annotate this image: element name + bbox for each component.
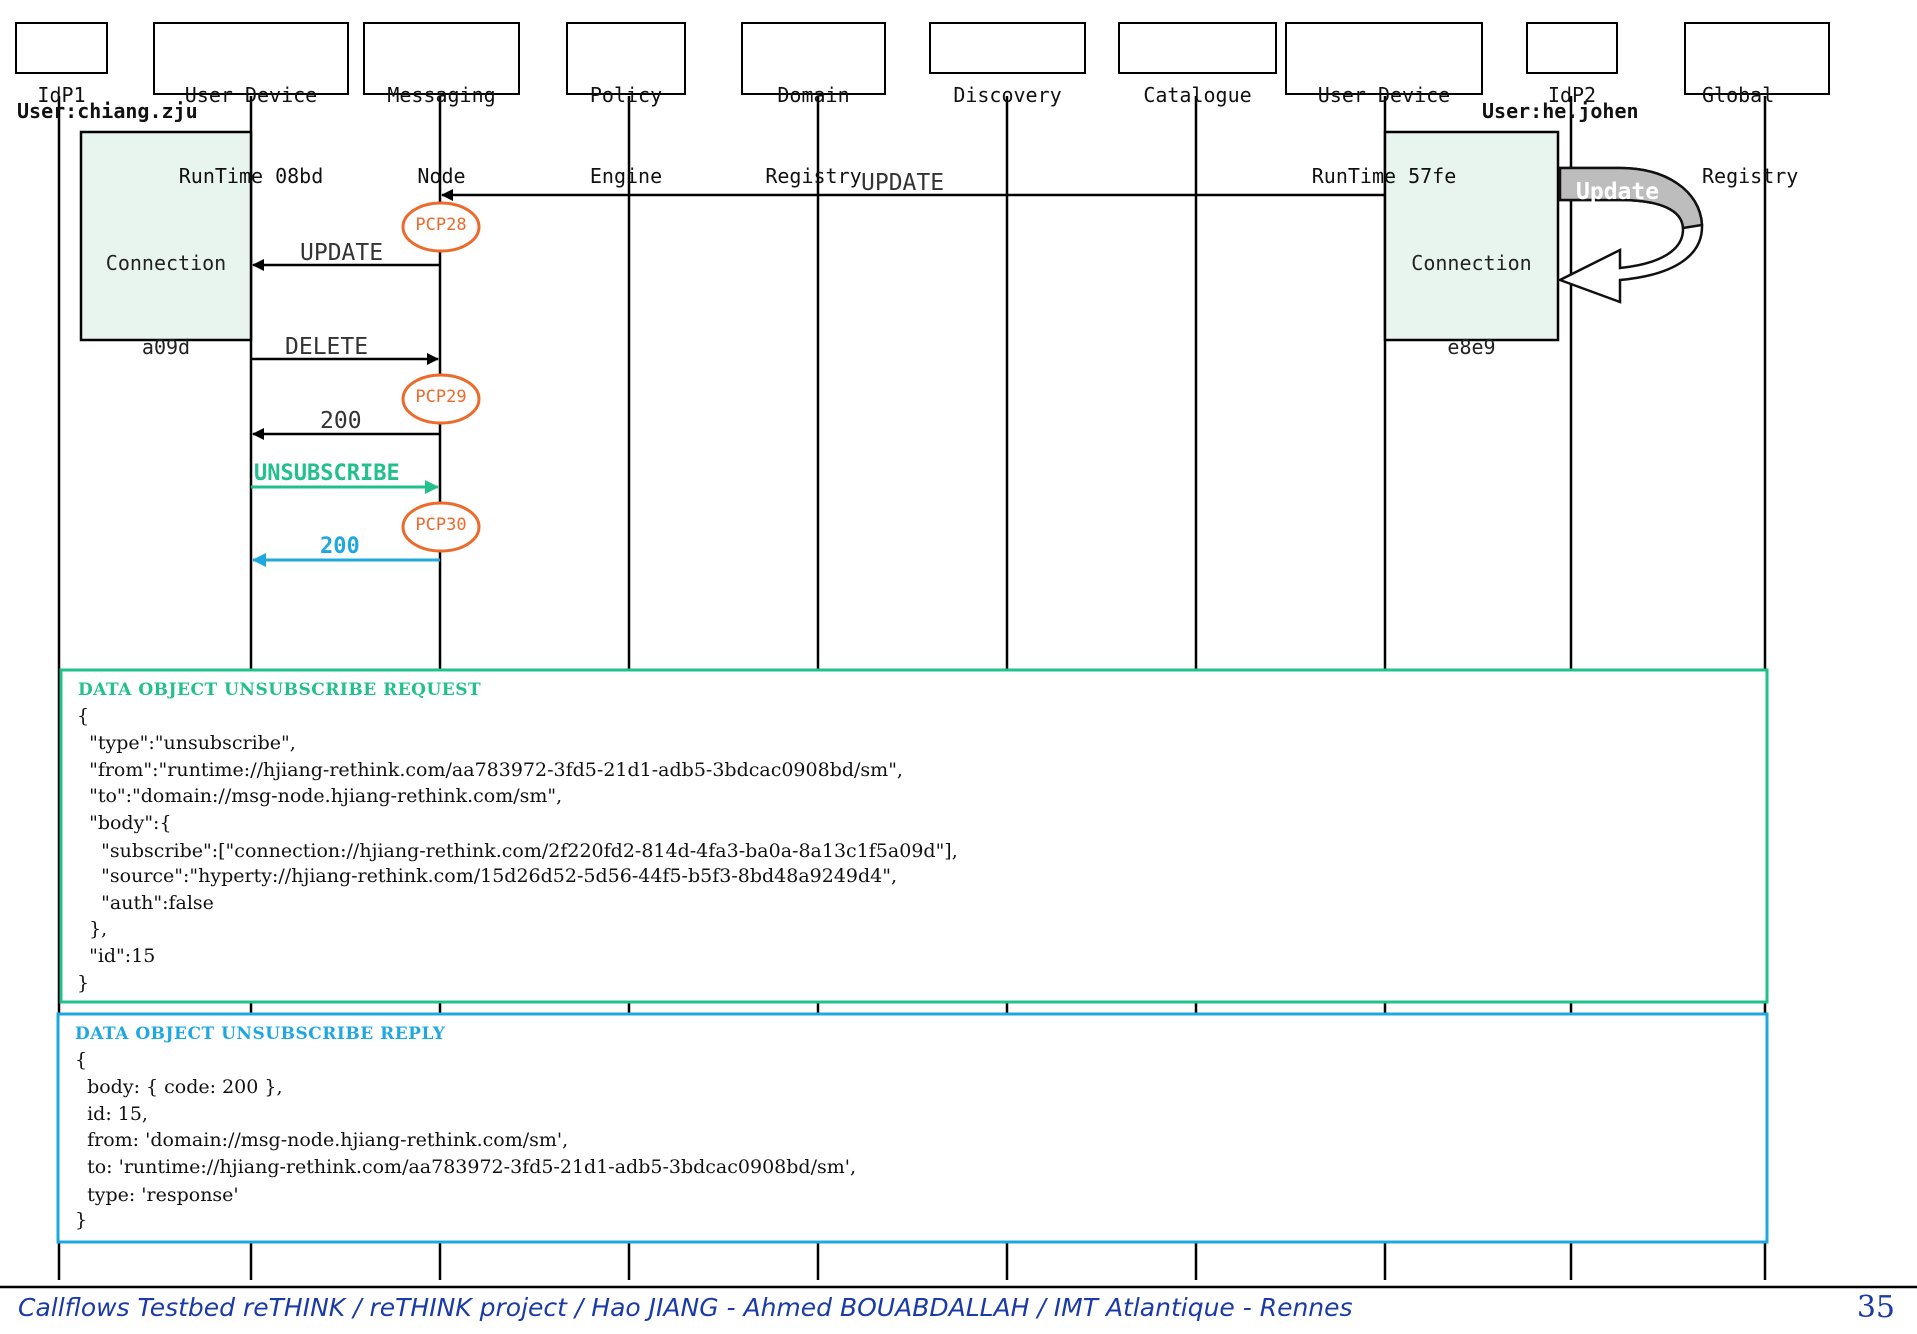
actor-discovery: Discovery [929,22,1086,107]
reply-line-0: { [75,1049,88,1071]
user-label-left: User:chiang.zju [17,99,198,123]
connection-box-a09d [79,130,253,342]
actor-catalogue-line1: Catalogue [1143,83,1252,107]
request-line-3: "to":"domain://msg-node.hjiang-rethink.c… [77,785,563,807]
actor-globreg-line1: Global [1702,83,1775,107]
reply-line-3: from: 'domain://msg-node.hjiang-rethink.… [75,1129,569,1151]
pcp29-ellipse [401,373,481,425]
request-box-title: DATA OBJECT UNSUBSCRIBE REQUEST [78,680,482,700]
msg-label-update-1: UPDATE [861,170,945,196]
actor-udr57fe-line1: User Device [1317,83,1451,107]
actor-udr57fe: User Device RunTime 57fe [1285,22,1483,188]
actor-msgnode-line1: Messaging [387,83,496,107]
pcp28-label: PCP28 [415,215,467,235]
connection-e8e9-line1: Connection [1411,251,1532,275]
reply-line-2: id: 15, [75,1103,148,1125]
actor-domreg: Domain Registry [741,22,886,188]
request-line-6: "source":"hyperty://hjiang-rethink.com/1… [77,865,898,887]
reply-line-5: type: 'response' [75,1184,239,1206]
msg-label-delete: DELETE [285,334,369,360]
request-line-4: "body":{ [77,812,172,834]
reply-data-box: DATA OBJECT UNSUBSCRIBE REPLY { body: { … [58,1014,1767,1242]
actor-udr57fe-line2: RunTime 57fe [1311,164,1457,188]
actor-policy-line2: Engine [589,164,663,188]
msg-label-unsubscribe: UNSUBSCRIBE [254,461,400,486]
connection-label-a09d: Connection a09d [81,193,251,417]
actor-udr08bd-line1: User Device [184,83,318,107]
self-update-arrow [1556,166,1704,304]
connection-box-e8e9 [1383,130,1560,342]
actor-globreg: Global Registry [1684,22,1830,188]
pcp30-label: PCP30 [415,515,467,535]
msg-label-200-blue: 200 [320,534,360,559]
actor-idp2-line1: IdP2 [1547,83,1597,107]
connection-label-e8e9: Connection e8e9 [1385,193,1558,417]
actor-policy-line1: Policy [589,83,663,107]
actor-idp1: IdP1 [15,22,108,107]
request-line-2: "from":"runtime://hjiang-rethink.com/aa7… [77,759,903,781]
request-line-8: }, [77,918,108,940]
request-line-7: "auth":false [77,892,214,914]
reply-box-title: DATA OBJECT UNSUBSCRIBE REPLY [75,1024,446,1044]
reply-line-4: to: 'runtime://hjiang-rethink.com/aa7839… [75,1156,857,1178]
pcp30-ellipse [401,501,481,553]
request-line-5: "subscribe":["connection://hjiang-rethin… [77,840,958,862]
actor-domreg-line1: Domain [777,83,850,107]
request-line-0: { [77,705,90,727]
self-update-label: Update [1576,179,1660,205]
msg-label-update-2: UPDATE [300,240,384,266]
pcp29-label: PCP29 [415,387,467,407]
request-line-9: "id":15 [77,945,156,967]
actor-msgnode-line2: Node [417,164,466,188]
actor-msgnode: Messaging Node [363,22,520,188]
request-line-10: } [77,972,90,994]
actor-catalogue: Catalogue [1118,22,1277,107]
actor-policy: Policy Engine [566,22,686,188]
reply-line-1: body: { code: 200 }, [75,1076,283,1098]
actor-domreg-line2: Registry [765,164,862,188]
connection-a09d-line2: a09d [141,335,191,359]
pcp28-ellipse [401,201,481,253]
connection-e8e9-line2: e8e9 [1447,335,1496,359]
actor-globreg-line2: Registry [1702,164,1799,188]
actor-idp2: IdP2 [1526,22,1618,107]
request-box-frame [59,668,1769,1004]
actor-udr08bd-line2: RunTime 08bd [178,164,324,188]
actor-discovery-line1: Discovery [953,83,1062,107]
reply-box-frame [56,1012,1769,1244]
actor-udr08bd: User Device RunTime 08bd [153,22,349,188]
connection-a09d-line1: Connection [105,251,227,275]
page-number: 35 [1856,1290,1895,1325]
actor-idp1-line1: IdP1 [37,83,86,107]
footer-text: Callflows Testbed reTHINK / reTHINK proj… [18,1293,1353,1322]
request-data-box: DATA OBJECT UNSUBSCRIBE REQUEST { "type"… [61,670,1767,1002]
request-line-1: "type":"unsubscribe", [77,732,296,754]
user-label-right: User:he.johen [1482,99,1639,123]
msg-label-200-black: 200 [320,408,362,434]
reply-line-6: } [75,1209,88,1231]
